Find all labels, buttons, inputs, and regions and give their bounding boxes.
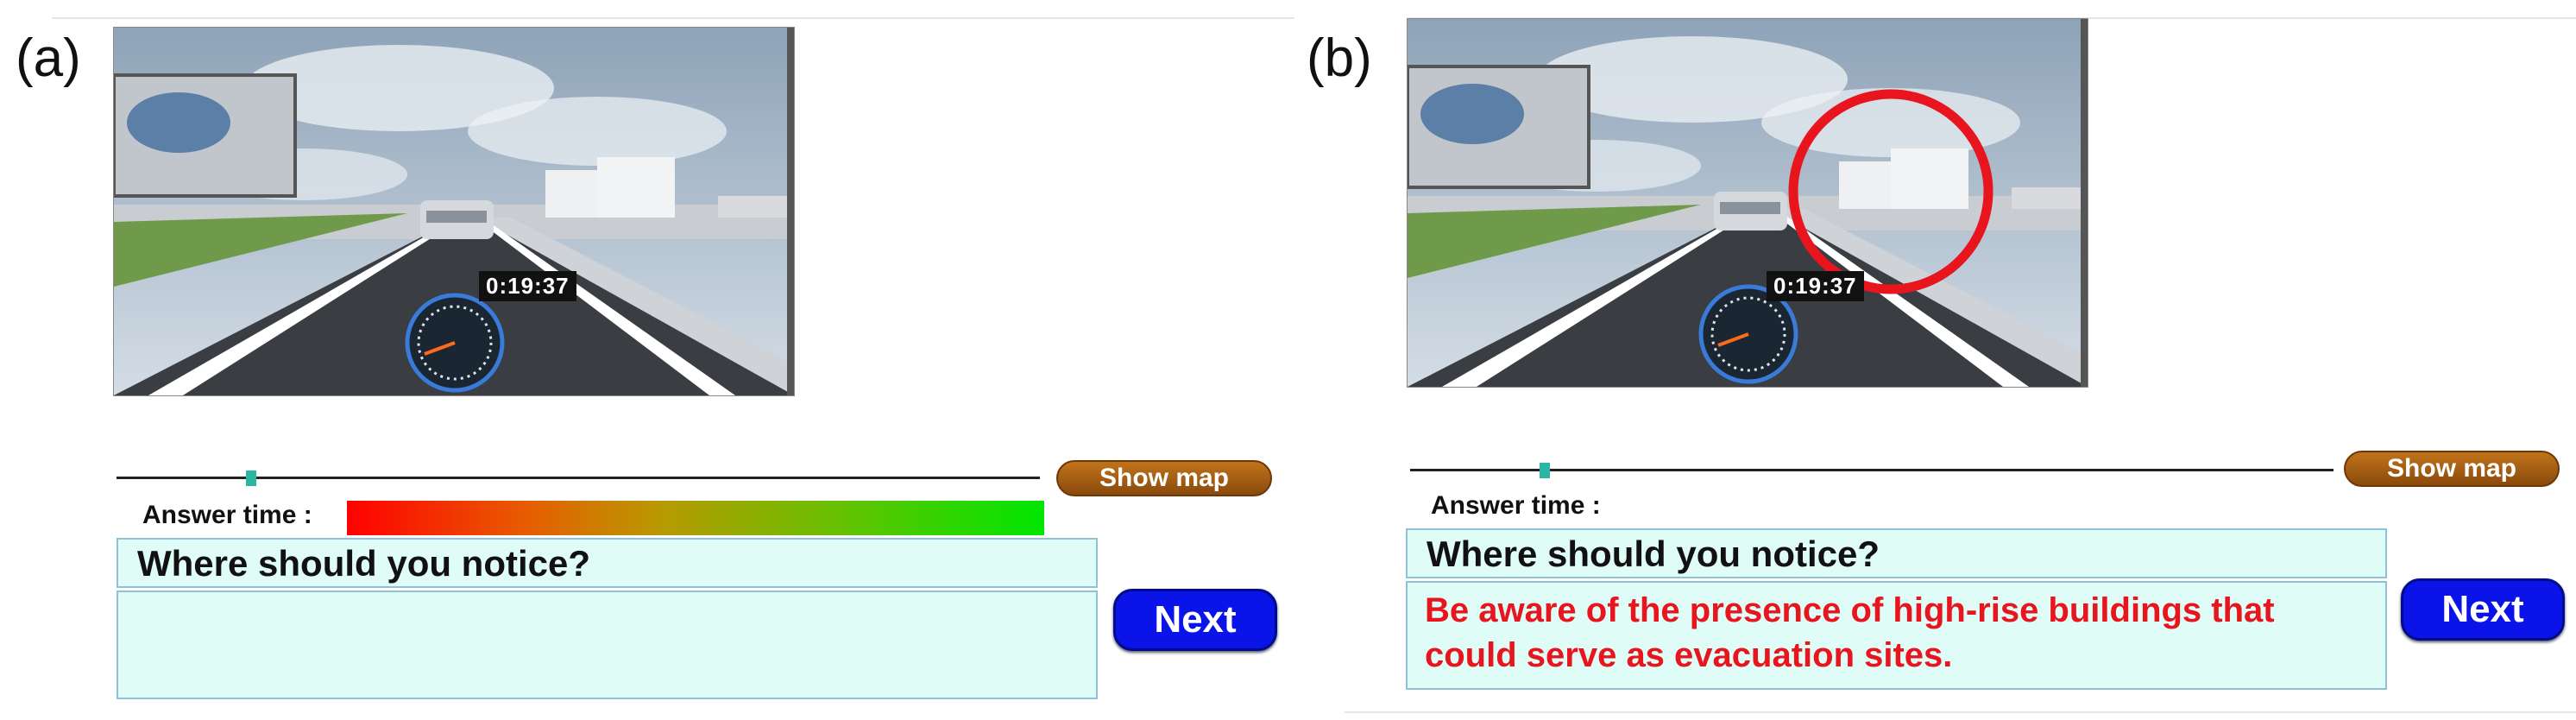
show-map-button[interactable]: Show map — [2344, 451, 2560, 487]
panel-label: (a) — [16, 28, 81, 88]
answer-text: Be aware of the presence of high-rise bu… — [1425, 591, 2275, 674]
panel-a: (a) — [16, 17, 1294, 699]
panel-bottom-border — [1345, 711, 2576, 713]
show-map-button[interactable]: Show map — [1056, 460, 1272, 496]
next-button[interactable]: Next — [2401, 578, 2565, 641]
panel-b: (b) — [1288, 0, 2576, 720]
answer-field[interactable]: Be aware of the presence of high-rise bu… — [1406, 581, 2387, 690]
highlight-circle — [1788, 89, 1993, 294]
answer-field[interactable] — [117, 591, 1098, 699]
question-text: Where should you notice? — [1427, 534, 1880, 574]
driving-video-view — [1407, 18, 2088, 388]
video-timestamp: 0:19:37 — [1767, 271, 1864, 301]
timeline-thumb[interactable] — [246, 471, 256, 486]
video-timeline[interactable] — [117, 471, 1040, 486]
panel-top-border — [52, 17, 1294, 19]
answer-time-bar — [347, 501, 1044, 535]
driving-scene — [1408, 19, 2088, 387]
video-timeline[interactable] — [1410, 463, 2334, 478]
video-timestamp: 0:19:37 — [479, 271, 576, 301]
panel-label: (b) — [1307, 28, 1372, 88]
question-box: Where should you notice? — [1406, 528, 2387, 578]
driving-video-view — [113, 27, 795, 396]
answer-time-label: Answer time : — [1431, 491, 1601, 520]
next-button[interactable]: Next — [1113, 589, 1277, 651]
driving-scene — [114, 28, 794, 395]
question-text: Where should you notice? — [137, 543, 591, 584]
timeline-thumb[interactable] — [1540, 463, 1550, 478]
answer-time-label: Answer time : — [142, 501, 312, 529]
question-box: Where should you notice? — [117, 538, 1098, 588]
